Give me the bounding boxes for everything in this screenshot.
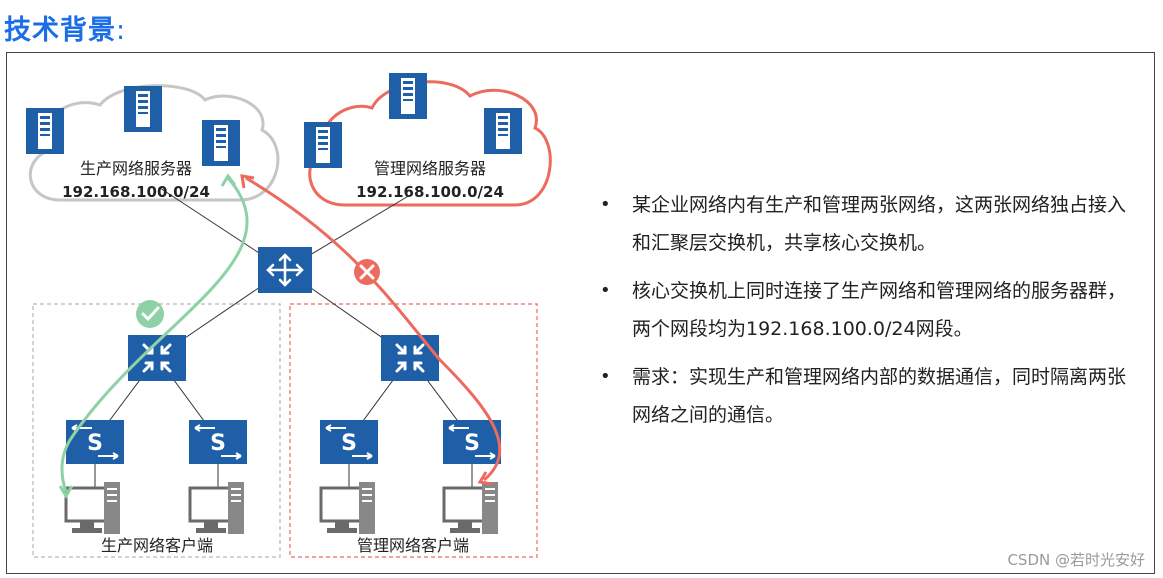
core-switch <box>258 247 312 293</box>
production-client-pc-left <box>64 480 122 536</box>
production-server-label: 生产网络服务器 <box>80 159 192 178</box>
bullet-text: 需求：实现生产和管理网络内部的数据通信，同时隔离两张网络之间的通信。 <box>632 366 1127 426</box>
bullet-dot: • <box>600 194 611 215</box>
blocked-path-arrow-top <box>240 174 255 189</box>
production-server-subnet: 192.168.100.0/24 <box>62 183 210 201</box>
management-server-subnet: 192.168.100.0/24 <box>356 183 504 201</box>
production-access-switch-right <box>188 419 248 465</box>
production-client-area <box>32 303 281 558</box>
management-server-middle <box>389 73 427 119</box>
management-server-right <box>484 108 522 154</box>
bullet-dot: • <box>600 366 611 387</box>
production-access-switch-left <box>65 419 125 465</box>
management-client-pc-right <box>442 480 500 536</box>
watermark: CSDN @若时光安好 <box>1007 551 1145 569</box>
management-aggregation-switch <box>379 333 441 383</box>
cross-icon <box>354 259 380 285</box>
production-server-middle <box>124 86 162 132</box>
production-server-left <box>26 108 64 154</box>
management-server-label: 管理网络服务器 <box>374 159 486 178</box>
management-client-pc-left <box>319 480 377 536</box>
management-server-left <box>304 122 342 168</box>
production-client-pc-right <box>188 480 246 536</box>
allowed-path-arrow-top <box>220 173 237 187</box>
management-client-area <box>289 303 538 558</box>
check-icon <box>136 300 164 328</box>
bullet-item: • 核心交换机上同时连接了生产网络和管理网络的服务器群，两个网段均为192.16… <box>600 272 1140 348</box>
allowed-communication-path <box>60 177 249 493</box>
bullet-dot: • <box>600 280 611 301</box>
page-title-colon: : <box>116 15 127 46</box>
bullet-list: • 某企业网络内有生产和管理两张网络，这两张网络独占接入和汇聚层交换机，共享核心… <box>600 186 1140 444</box>
slide-frame <box>6 52 1155 574</box>
production-client-label: 生产网络客户端 <box>101 536 213 555</box>
blocked-communication-path <box>245 176 502 482</box>
bullet-item: • 某企业网络内有生产和管理两张网络，这两张网络独占接入和汇聚层交换机，共享核心… <box>600 186 1140 262</box>
bullet-text: 某企业网络内有生产和管理两张网络，这两张网络独占接入和汇聚层交换机，共享核心交换… <box>632 194 1127 254</box>
bullet-item: • 需求：实现生产和管理网络内部的数据通信，同时隔离两张网络之间的通信。 <box>600 358 1140 434</box>
bullet-text: 核心交换机上同时连接了生产网络和管理网络的服务器群，两个网段均为192.168.… <box>632 280 1127 340</box>
page-title: 技术背景: <box>4 8 126 47</box>
allowed-path-arrow-bottom <box>58 485 74 499</box>
production-server-right <box>202 120 240 166</box>
management-client-label: 管理网络客户端 <box>357 536 469 555</box>
page-title-text: 技术背景 <box>4 15 116 46</box>
management-access-switch-left <box>319 419 379 465</box>
blocked-path-arrow-bottom <box>477 471 493 486</box>
